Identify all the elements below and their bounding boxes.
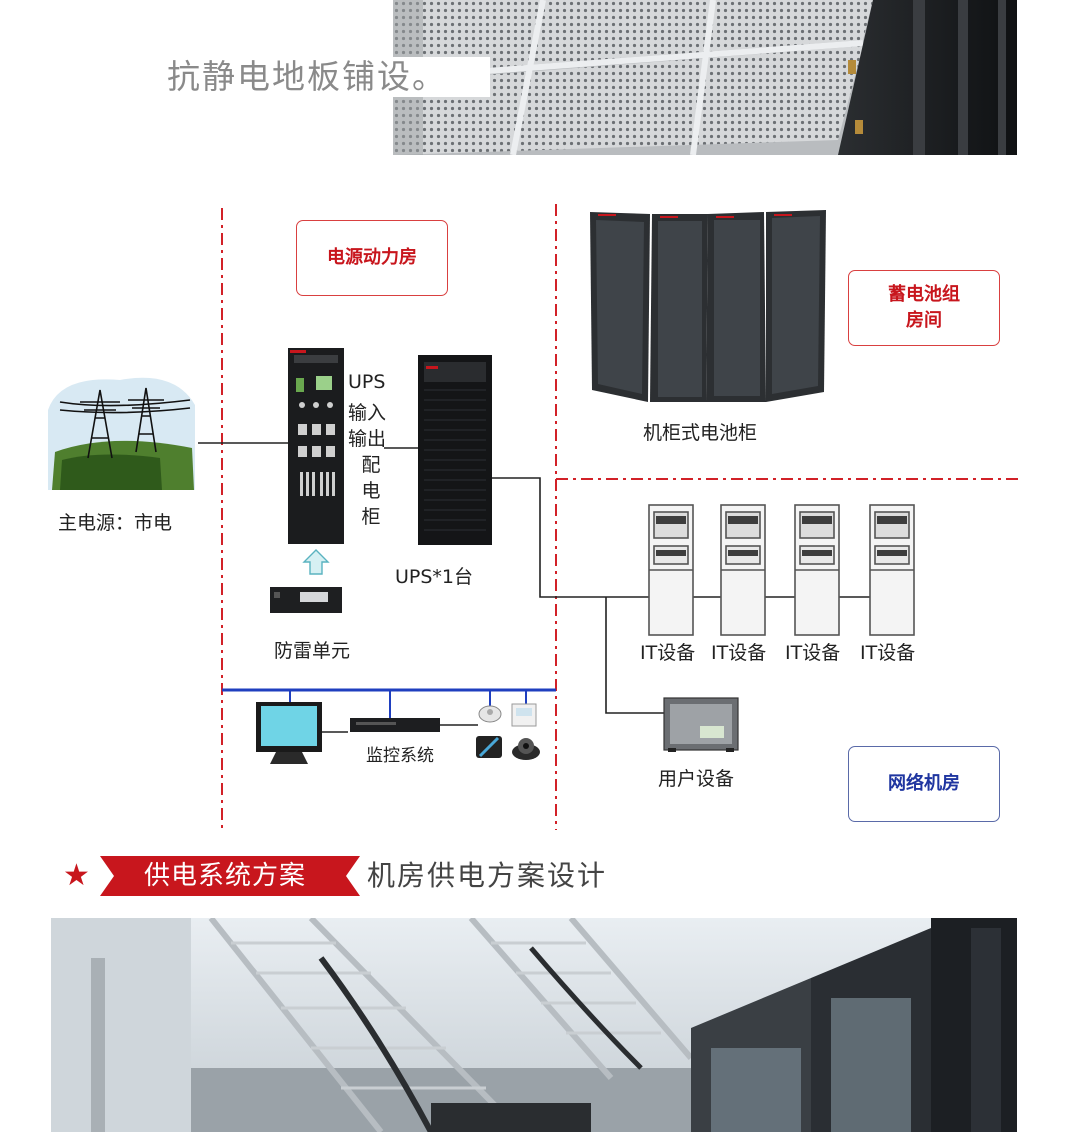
it-device-label-2: IT设备 — [711, 642, 767, 664]
power-supply-diagram: 电源动力房 蓄电池组 房间 网络机房 主电源：市电 UPS 输入 输出 配电柜 … — [0, 190, 1066, 840]
thermostat-icon — [511, 703, 537, 727]
power-room-box: 电源动力房 — [296, 220, 448, 296]
section-header: ★ 供电系统方案 机房供电方案设计 — [0, 850, 1066, 900]
ups-cabinet-label-vertical: 配电柜 — [361, 454, 381, 528]
diagram-lines — [48, 204, 1020, 830]
monitoring-label: 监控系统 — [366, 746, 434, 766]
it-rack-icon-4 — [869, 504, 915, 636]
star-icon: ★ — [63, 858, 90, 893]
battery-cabinet-label: 机柜式电池柜 — [643, 422, 758, 444]
it-device-label-3: IT设备 — [785, 642, 841, 664]
power-room-label: 电源动力房 — [327, 247, 417, 268]
raised-floor-photo — [393, 0, 1017, 155]
it-rack-icon-3 — [794, 504, 840, 636]
ups-cabinet-label-line2: 输入 — [348, 402, 387, 424]
monitor-screen-icon — [256, 702, 322, 764]
ups-unit-icon — [418, 355, 492, 545]
section-tag: 供电系统方案 — [143, 861, 306, 891]
data-center-photo — [51, 918, 1017, 1132]
surge-protector-icon — [270, 587, 342, 613]
battery-cabinets-icon — [590, 210, 826, 402]
ups-cabinet-label-line3: 输出 — [348, 428, 387, 450]
lightning-unit-label: 防雷单元 — [274, 640, 351, 662]
ups-cabinet-label-line1: UPS — [348, 371, 386, 393]
network-room-label: 网络机房 — [888, 773, 960, 794]
battery-room-box: 蓄电池组 房间 — [848, 270, 1000, 346]
network-room-box: 网络机房 — [848, 746, 1000, 822]
monitoring-host-icon — [350, 718, 440, 732]
battery-room-label-line1: 蓄电池组 — [888, 284, 960, 305]
it-rack-icon-2 — [720, 504, 766, 636]
smoke-detector-icon — [478, 705, 502, 723]
camera-icon — [512, 738, 540, 760]
user-device-icon — [663, 697, 739, 752]
door-sensor-icon — [476, 736, 502, 758]
floor-caption: 抗静电地板铺设。 — [165, 57, 490, 97]
arrow-up-icon — [302, 549, 330, 575]
power-pylon-icon — [48, 377, 195, 490]
section-subtitle: 机房供电方案设计 — [367, 859, 608, 892]
ribbon-banner-icon — [100, 856, 360, 896]
raised-floor-illustration — [393, 0, 1017, 155]
it-device-label-1: IT设备 — [640, 642, 696, 664]
battery-room-label-line2: 房间 — [906, 310, 942, 331]
main-power-label: 主电源：市电 — [58, 512, 173, 534]
ups-unit-label: UPS*1台 — [395, 566, 474, 588]
distribution-cabinet-icon — [288, 348, 344, 544]
it-device-label-4: IT设备 — [860, 642, 916, 664]
user-device-label: 用户设备 — [658, 768, 735, 790]
it-rack-icon-1 — [648, 504, 694, 636]
cable-tray-illustration — [51, 918, 1017, 1132]
